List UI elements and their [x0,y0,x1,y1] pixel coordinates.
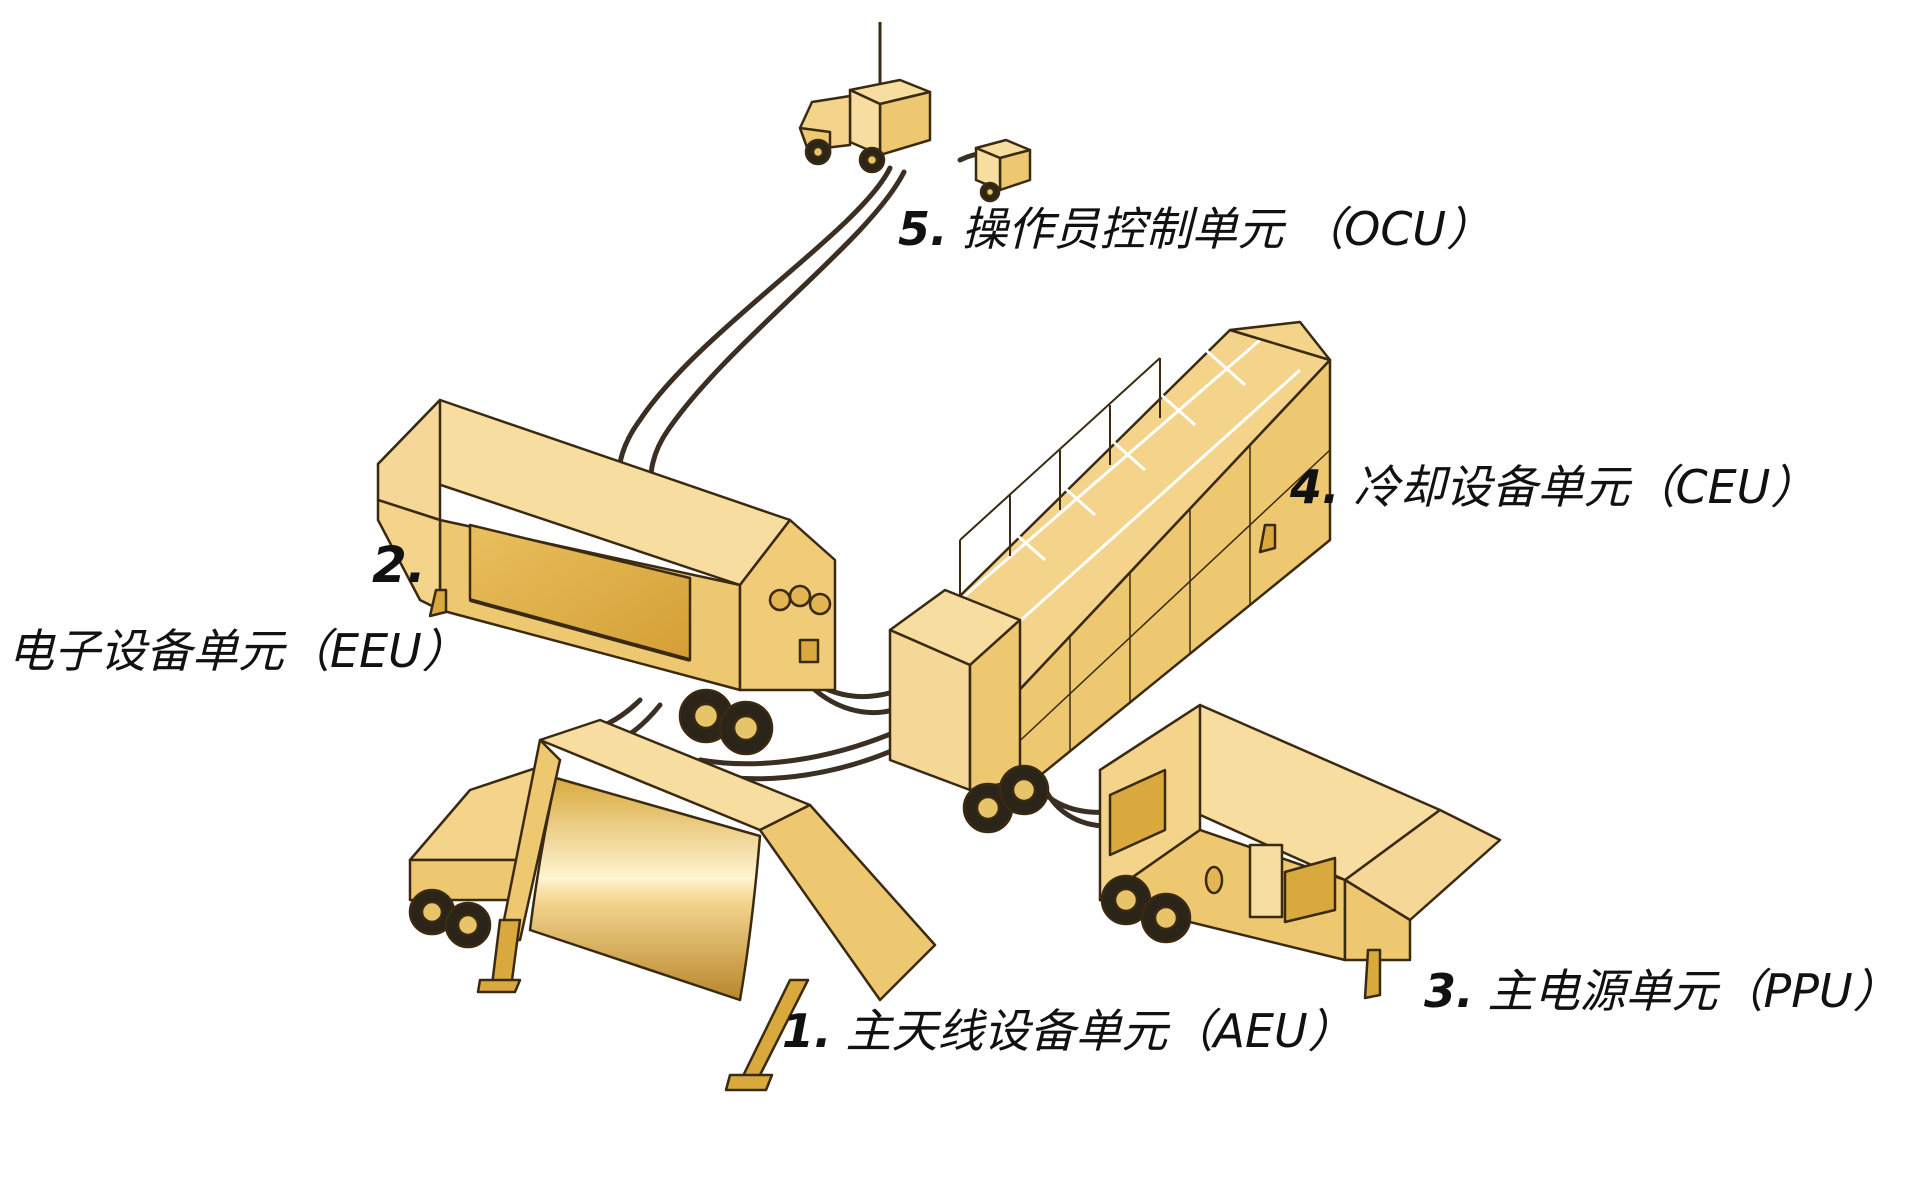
ocu-box-side [880,92,930,155]
label-ocu: 5.操作员控制单元 （OCU） [898,206,1492,252]
eeu-vent-2 [790,586,810,606]
ppu-door [1250,845,1282,917]
eeu-connector [800,640,818,662]
label-aeu: 1.主天线设备单元（AEU） [782,1008,1354,1054]
label-ceu-name: 冷却设备单元（CEU） [1353,460,1816,514]
label-ocu-number: 5. [898,202,947,256]
label-ppu: 3.主电源单元（PPU） [1424,968,1899,1014]
ppu-port [1206,867,1222,893]
label-aeu-name: 主天线设备单元（AEU） [845,1004,1353,1058]
label-aeu-number: 1. [782,1004,831,1058]
label-ocu-name: 操作员控制单元 （OCU） [961,202,1492,256]
aeu-housing-right [760,805,935,1000]
label-ppu-number: 3. [1424,964,1473,1018]
ppu-leg [1365,950,1380,998]
eeu-vent-1 [770,590,790,610]
label-eeu-number: 2. [372,536,426,594]
aeu-leg-left [492,920,520,985]
label-ceu-number: 4. [1290,460,1339,514]
label-ceu: 4.冷却设备单元（CEU） [1290,464,1816,510]
ocu-trailer-side [1000,150,1030,190]
eeu-trailer [378,400,835,754]
label-eeu: 电子设备单元（EEU） [8,628,468,674]
label-ppu-name: 主电源单元（PPU） [1487,964,1898,1018]
aeu-foot-right [726,1075,772,1090]
ocu-vehicle [800,22,1030,201]
label-eeu-name: 电子设备单元（EEU） [8,624,468,678]
ppu-trailer [1100,705,1500,998]
eeu-vent-3 [810,594,830,614]
label-eeu-number-block: 2. [372,540,440,590]
aeu-foot-left [478,980,520,992]
